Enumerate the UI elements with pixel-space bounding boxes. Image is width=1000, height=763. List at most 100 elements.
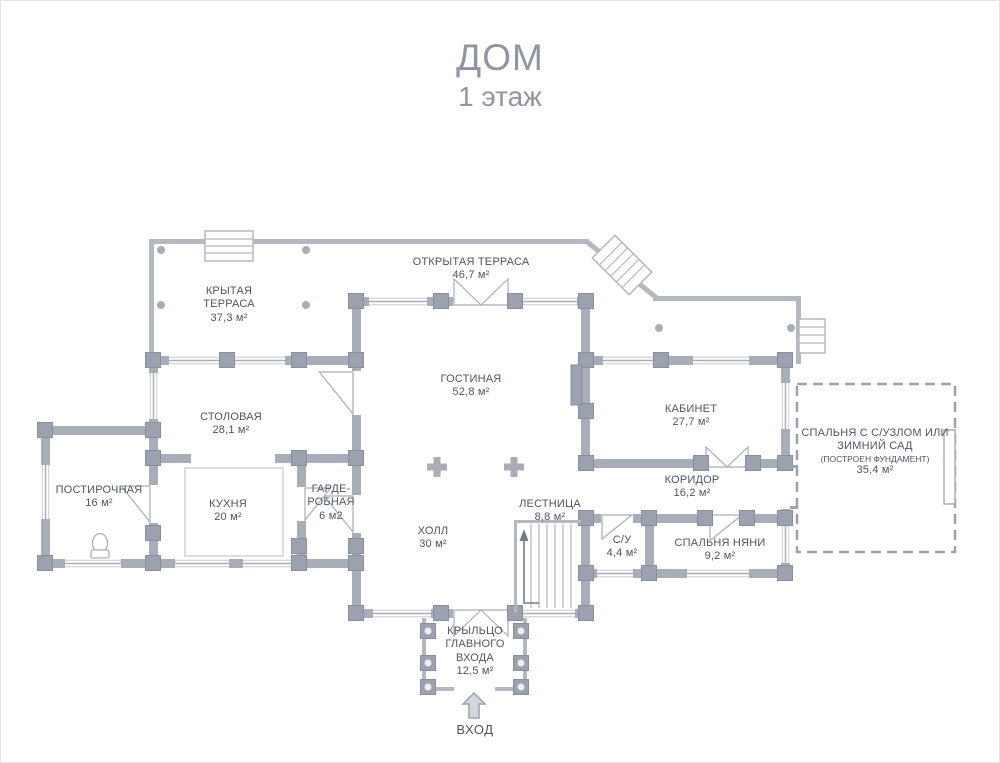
door-leaf: [725, 445, 749, 468]
wall-post: [745, 455, 761, 471]
wall-post: [145, 422, 161, 438]
room-label-future-bedroom: СПАЛЬНЯ С С/УЗЛОМ ИЛИ ЗИМНИЙ САД (ПОСТРО…: [800, 427, 950, 478]
room-name: ХОЛЛ: [417, 525, 449, 537]
stairs-direction-arrow: [519, 529, 529, 541]
wall-post: [653, 352, 669, 368]
terrace-column: [157, 301, 165, 309]
terrace-column: [157, 246, 165, 254]
room-label-kitchen: КУХНЯ 20 м²: [183, 498, 273, 525]
room-area: 37,3 м²: [210, 311, 248, 324]
wall-post: [291, 538, 307, 554]
room-label-dining: СТОЛОВАЯ 28,1 м²: [176, 411, 286, 438]
terrace-column: [302, 301, 310, 309]
porch-rail: [422, 618, 426, 690]
wall-post: [433, 605, 449, 621]
opening: [780, 463, 791, 509]
wall-post: [777, 455, 793, 471]
wall: [645, 514, 654, 578]
wall: [41, 426, 158, 435]
room-label-office: КАБИНЕТ 27,7 м²: [636, 403, 746, 430]
porch-post-cap: [517, 627, 525, 635]
stairs-wall: [514, 520, 517, 613]
wall-post: [777, 352, 793, 368]
door-leaf: [705, 445, 729, 468]
door-leaf: [453, 277, 483, 306]
terrace-wall: [149, 239, 154, 361]
wall-post: [697, 510, 713, 526]
porch-post-cap: [424, 627, 432, 635]
room-name: С/У: [612, 534, 632, 546]
room-area: 52,8 м²: [452, 386, 490, 399]
room-area: 28,1 м²: [212, 424, 250, 437]
wall-post: [348, 450, 364, 466]
porch-post-cap: [424, 659, 432, 667]
wall-post: [348, 293, 364, 309]
stair-tread: [621, 264, 646, 289]
room-name: ОТКРЫТАЯ ТЕРРАСА: [412, 256, 530, 268]
door-leaf: [709, 514, 744, 542]
stair-tread: [604, 247, 629, 272]
room-name: ГОСТИНАЯ: [440, 373, 502, 385]
door-leaf: [479, 277, 509, 306]
room-label-hall: ХОЛЛ 30 м²: [398, 525, 468, 552]
wall-post: [777, 510, 793, 526]
laundry-toilet-tank: [90, 549, 110, 559]
room-area: 20 м²: [214, 511, 242, 524]
wall-post: [507, 293, 523, 309]
wall-post: [578, 293, 594, 309]
porch-post-cap: [517, 683, 525, 691]
door-opening: [351, 371, 362, 415]
door-leaf: [304, 487, 332, 522]
wall: [581, 514, 790, 523]
wall-post: [578, 352, 594, 368]
room-area: 16 м²: [85, 497, 113, 510]
room-name: ГАРДЕ-РОБНАЯ: [307, 483, 355, 509]
wall-post: [145, 352, 161, 368]
page-subtitle: 1 этаж: [458, 81, 542, 112]
porch-rail: [523, 618, 527, 690]
wall-post: [641, 565, 657, 581]
wall-post: [641, 510, 657, 526]
room-area: 46,7 м²: [452, 269, 490, 282]
cross-column: [433, 457, 441, 477]
room-name: СПАЛЬНЯ С С/УЗЛОМ ИЛИ ЗИМНИЙ САД: [801, 427, 949, 453]
wall-post: [739, 510, 755, 526]
wall-post: [291, 555, 307, 571]
entrance-arrow: [461, 691, 487, 719]
room-name: КРЫТАЯ ТЕРРАСА: [203, 285, 255, 311]
wall-post: [145, 525, 161, 541]
door-opening: [351, 495, 362, 533]
wall-post: [37, 555, 53, 571]
wall-post: [348, 352, 364, 368]
porch-rail: [495, 687, 527, 691]
wall-post: [145, 450, 161, 466]
wall-post: [37, 422, 53, 438]
door-leaf: [119, 485, 151, 524]
room-name: КУХНЯ: [209, 498, 247, 510]
wall-post: [348, 555, 364, 571]
wall-post: [693, 455, 709, 471]
wall-post: [777, 565, 793, 581]
door-leaf: [479, 609, 509, 638]
fireplace: [570, 364, 583, 406]
stair-tread: [598, 241, 623, 266]
room-label-porch: КРЫЛЬЦО ГЛАВНОГО ВХОДА 12,5 м²: [440, 625, 510, 679]
stairs-wall: [514, 520, 581, 523]
stair-tread: [610, 253, 634, 277]
page-title: ДОМ: [456, 37, 544, 78]
door-leaf: [318, 371, 354, 416]
door-opening: [705, 458, 749, 469]
wall-post: [578, 565, 594, 581]
room-name: СТОЛОВАЯ: [200, 411, 262, 423]
opening: [191, 453, 275, 464]
room-area: 9,2 м²: [704, 550, 736, 563]
door-opening: [453, 296, 509, 307]
wall-post: [578, 455, 594, 471]
future-room-connector: [790, 506, 798, 509]
room-area: 30 м²: [419, 538, 447, 551]
room-label-stairs: ЛЕСТНИЦА 8,8 м²: [505, 498, 595, 525]
room-label-living: ГОСТИНАЯ 52,8 м²: [416, 373, 526, 400]
door-opening: [296, 487, 307, 521]
